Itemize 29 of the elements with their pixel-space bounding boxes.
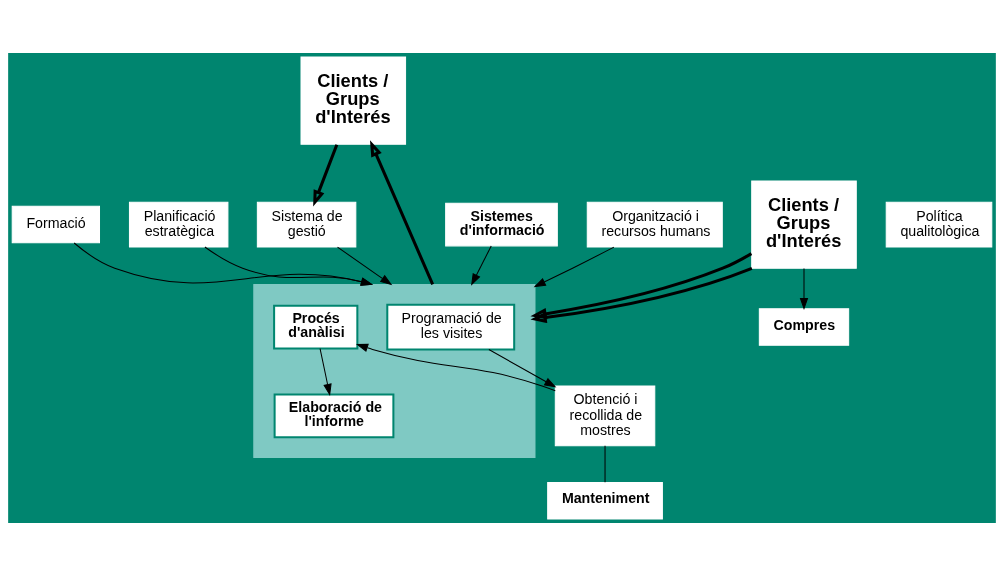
arrow xyxy=(313,144,339,207)
arrow xyxy=(337,246,393,286)
node-box: Elaboració de l'informe xyxy=(273,393,395,439)
node-box: Sistemes d'informació xyxy=(445,202,558,247)
node-box: Obtenció i recollida de mostres xyxy=(554,385,656,447)
arrow xyxy=(530,252,753,320)
node-box: Clients / Grups d'Interés xyxy=(751,180,857,269)
connector xyxy=(604,445,606,483)
arrow xyxy=(370,140,435,286)
node-box: Clients / Grups d'Interés xyxy=(300,56,407,145)
arrow xyxy=(530,266,753,324)
arrow xyxy=(319,348,332,396)
arrow xyxy=(355,343,556,392)
node-box: Política qualitològica xyxy=(885,201,993,248)
node-box: Sistema de gestió xyxy=(256,201,357,248)
arrow xyxy=(471,245,492,286)
arrow xyxy=(799,267,809,311)
arrow xyxy=(533,246,615,288)
node-box: Organització i recursos humans xyxy=(586,201,723,248)
node-box: Planificació estratègica xyxy=(128,201,229,248)
node-box: Compres xyxy=(758,308,850,346)
node-box: Manteniment xyxy=(547,481,663,520)
cluster xyxy=(253,283,536,459)
arrow xyxy=(204,246,374,286)
arrow xyxy=(488,349,557,388)
node-box: Formació xyxy=(11,205,101,244)
node-box: Procés d'anàlisi xyxy=(273,304,359,350)
node-box: Programació de les visites xyxy=(386,303,516,351)
arrow xyxy=(73,242,374,286)
